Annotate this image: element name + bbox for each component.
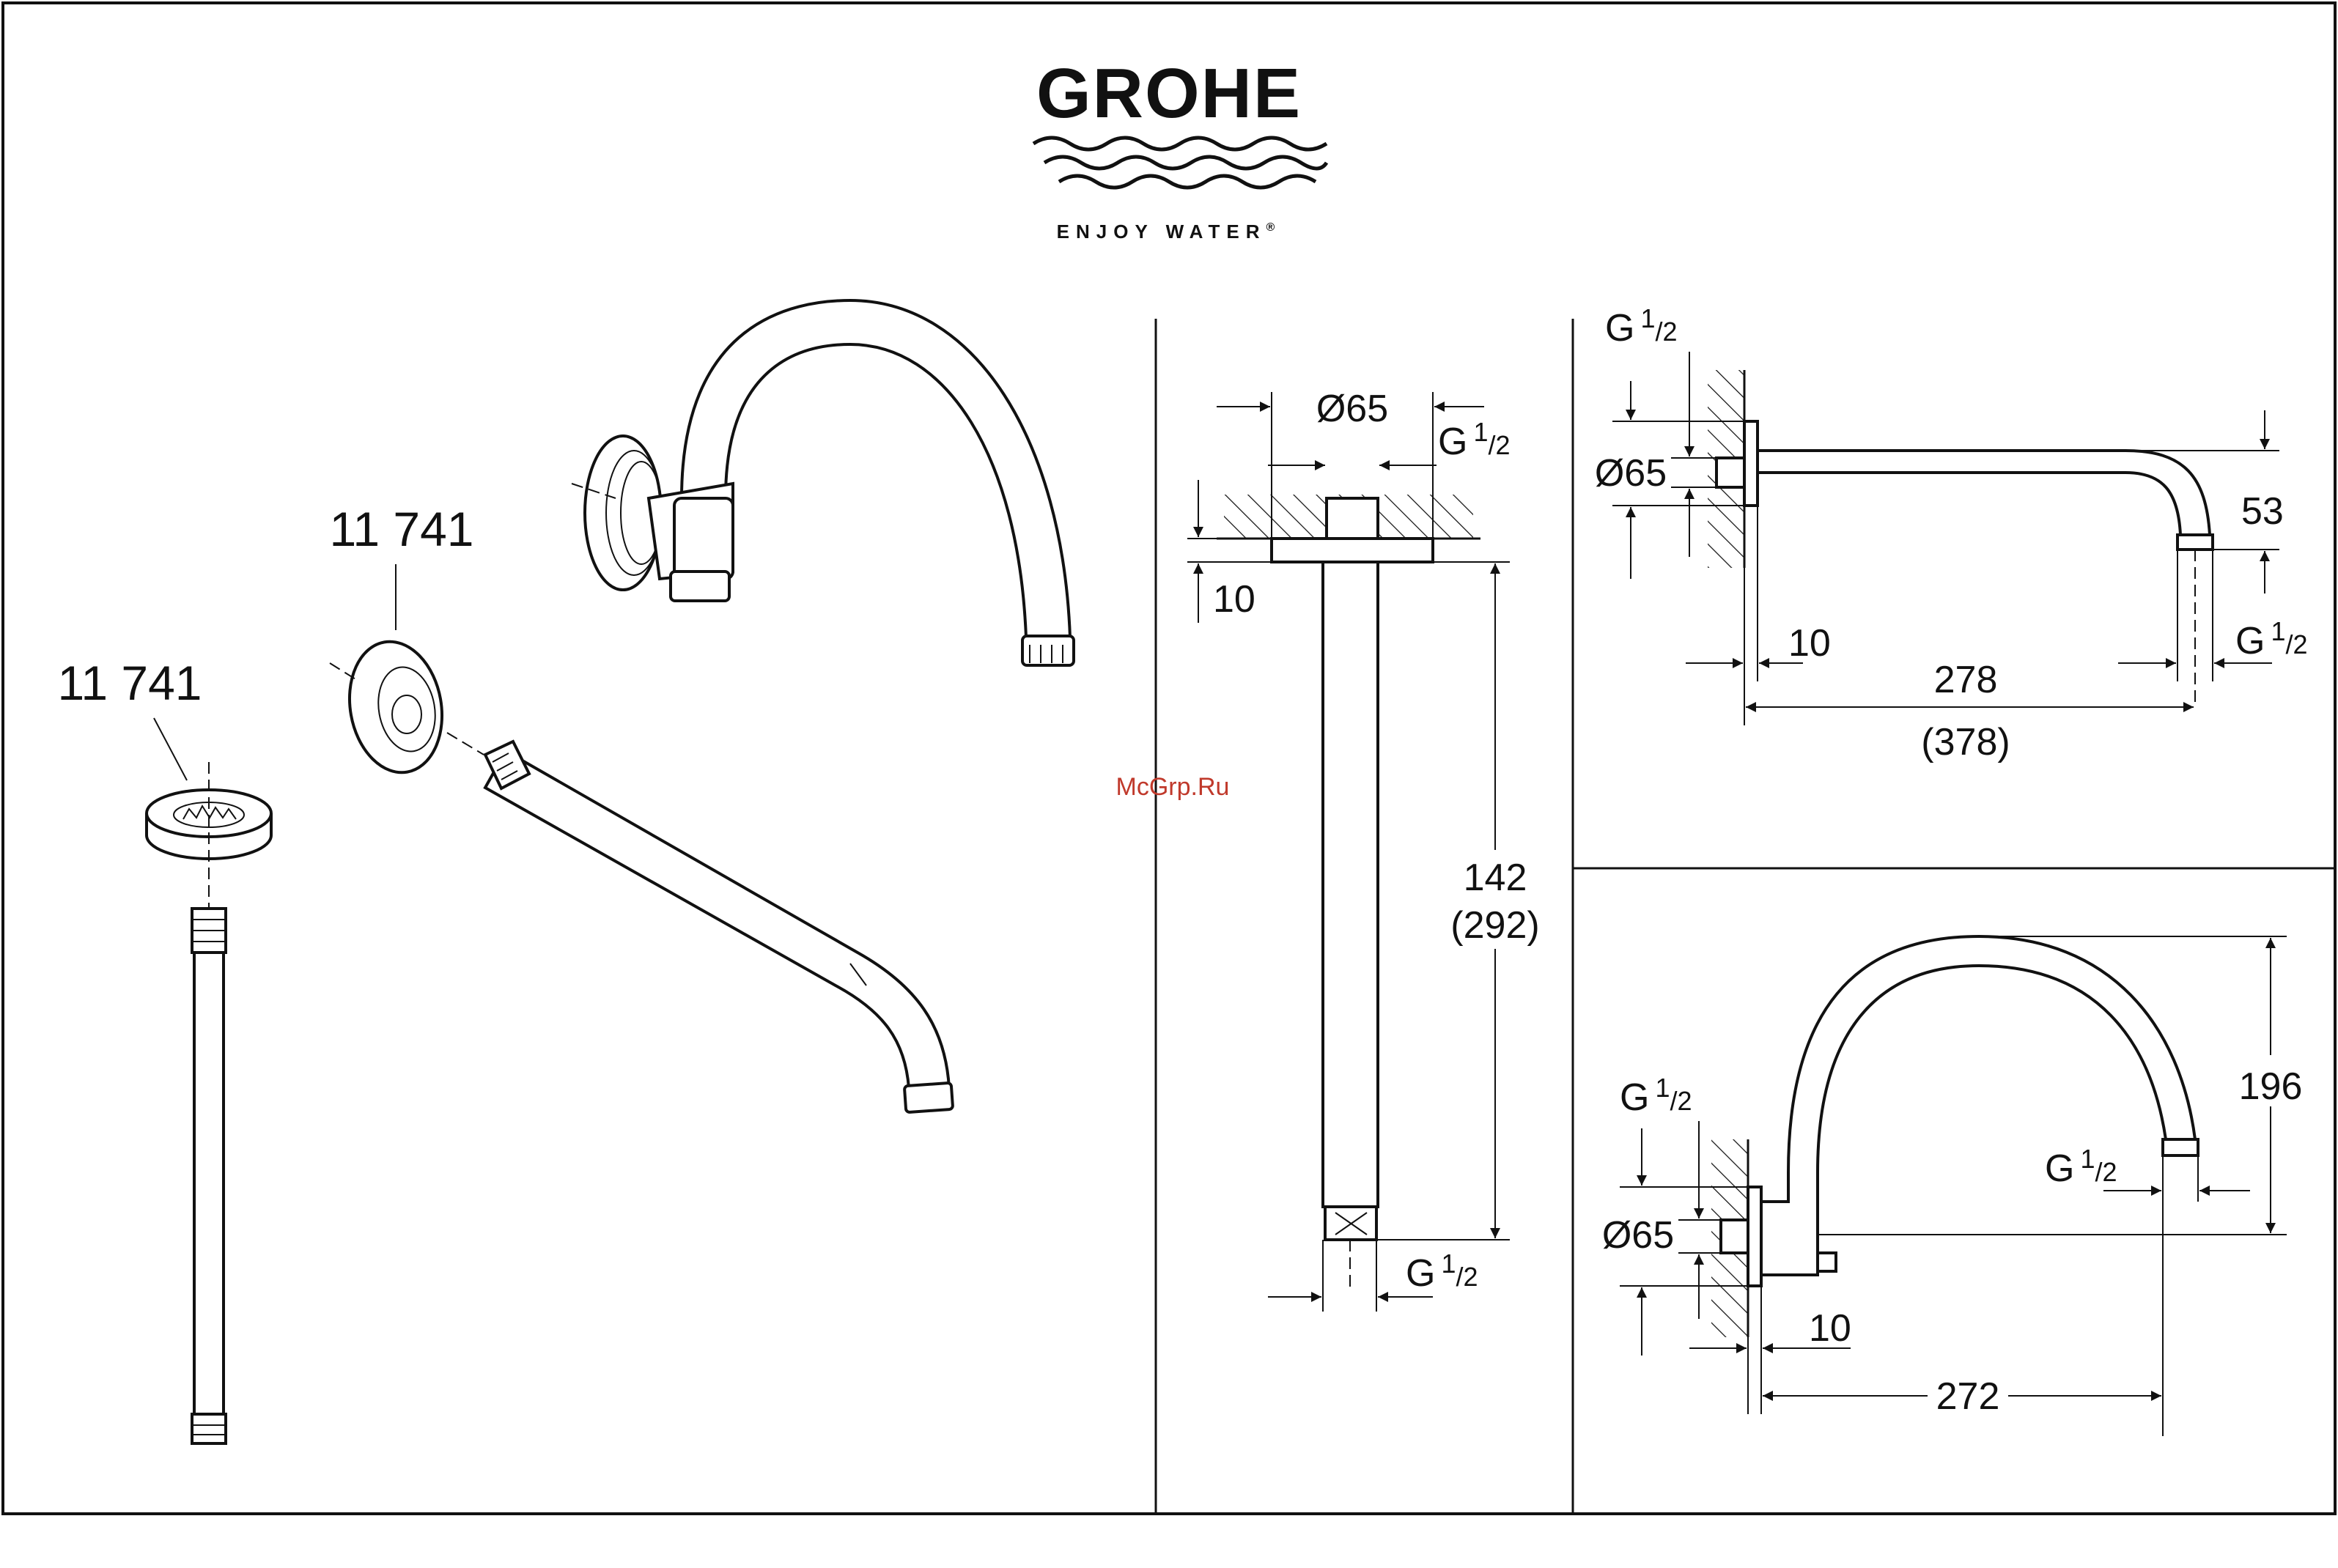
wall-length-alt: (378) [1921, 721, 2010, 763]
flange-part-number: 11 741 [330, 502, 474, 556]
thread-denominator: /2 [1670, 1086, 1692, 1116]
wall-diameter-label: Ø65 [1595, 452, 1667, 495]
curved-flange-depth: 10 [1809, 1307, 1851, 1350]
brand-name: GROHE [1036, 54, 1302, 133]
ceiling-length-alt: (292) [1450, 904, 1539, 947]
thread-g: G [1438, 421, 1467, 463]
wave-icon [1033, 138, 1327, 149]
thread-numerator: 1 [2271, 616, 2285, 646]
thread-denominator: /2 [1488, 430, 1510, 460]
thread-g: G [2235, 620, 2265, 662]
wave-icon [1059, 176, 1316, 188]
thread-g: G [1406, 1252, 1435, 1295]
curved-diameter-label: Ø65 [1602, 1214, 1674, 1257]
wall-flange-depth: 10 [1788, 622, 1831, 665]
gooseneck-arm-illustration [572, 300, 1074, 665]
thread-numerator: 1 [1640, 303, 1655, 333]
exploded-view: 11 741 11 741 [58, 300, 1074, 1443]
wall-length: 278 [1934, 659, 1998, 701]
ceiling-flange-depth: 10 [1213, 578, 1255, 621]
brand-tagline: ENJOY WATER® [1057, 221, 1282, 243]
thread-g: G [1620, 1076, 1649, 1119]
thread-denominator: /2 [1655, 317, 1677, 347]
thread-numerator: 1 [1655, 1073, 1670, 1103]
wave-icon [1044, 157, 1327, 169]
ceiling-pipe-illustration [192, 909, 226, 1443]
leader-line [154, 718, 187, 780]
registered-mark: ® [1266, 221, 1282, 234]
ceiling-diameter-label: Ø65 [1316, 388, 1388, 430]
thread-numerator: 1 [2080, 1144, 2095, 1174]
curved-length: 272 [1936, 1375, 2000, 1418]
thread-g: G [1605, 307, 1634, 350]
thread-numerator: 1 [1441, 1249, 1456, 1279]
thread-g: G [2045, 1147, 2074, 1190]
thread-numerator: 1 [1473, 417, 1488, 447]
ceiling-length: 142 [1464, 857, 1527, 899]
grohe-logo: GROHE ENJOY WATER® [1033, 54, 1327, 243]
flange-part-number: 11 741 [58, 656, 202, 710]
thread-denominator: /2 [1456, 1262, 1478, 1292]
watermark: McGrp.Ru [1116, 773, 1230, 801]
wall-drop: 53 [2241, 490, 2284, 533]
thread-denominator: /2 [2285, 629, 2307, 659]
tagline-text: ENJOY WATER [1057, 221, 1266, 243]
wall-arm-illustration [447, 733, 953, 1112]
wall-flange-illustration [330, 635, 452, 780]
thread-denominator: /2 [2095, 1157, 2117, 1187]
curved-height: 196 [2239, 1065, 2303, 1108]
